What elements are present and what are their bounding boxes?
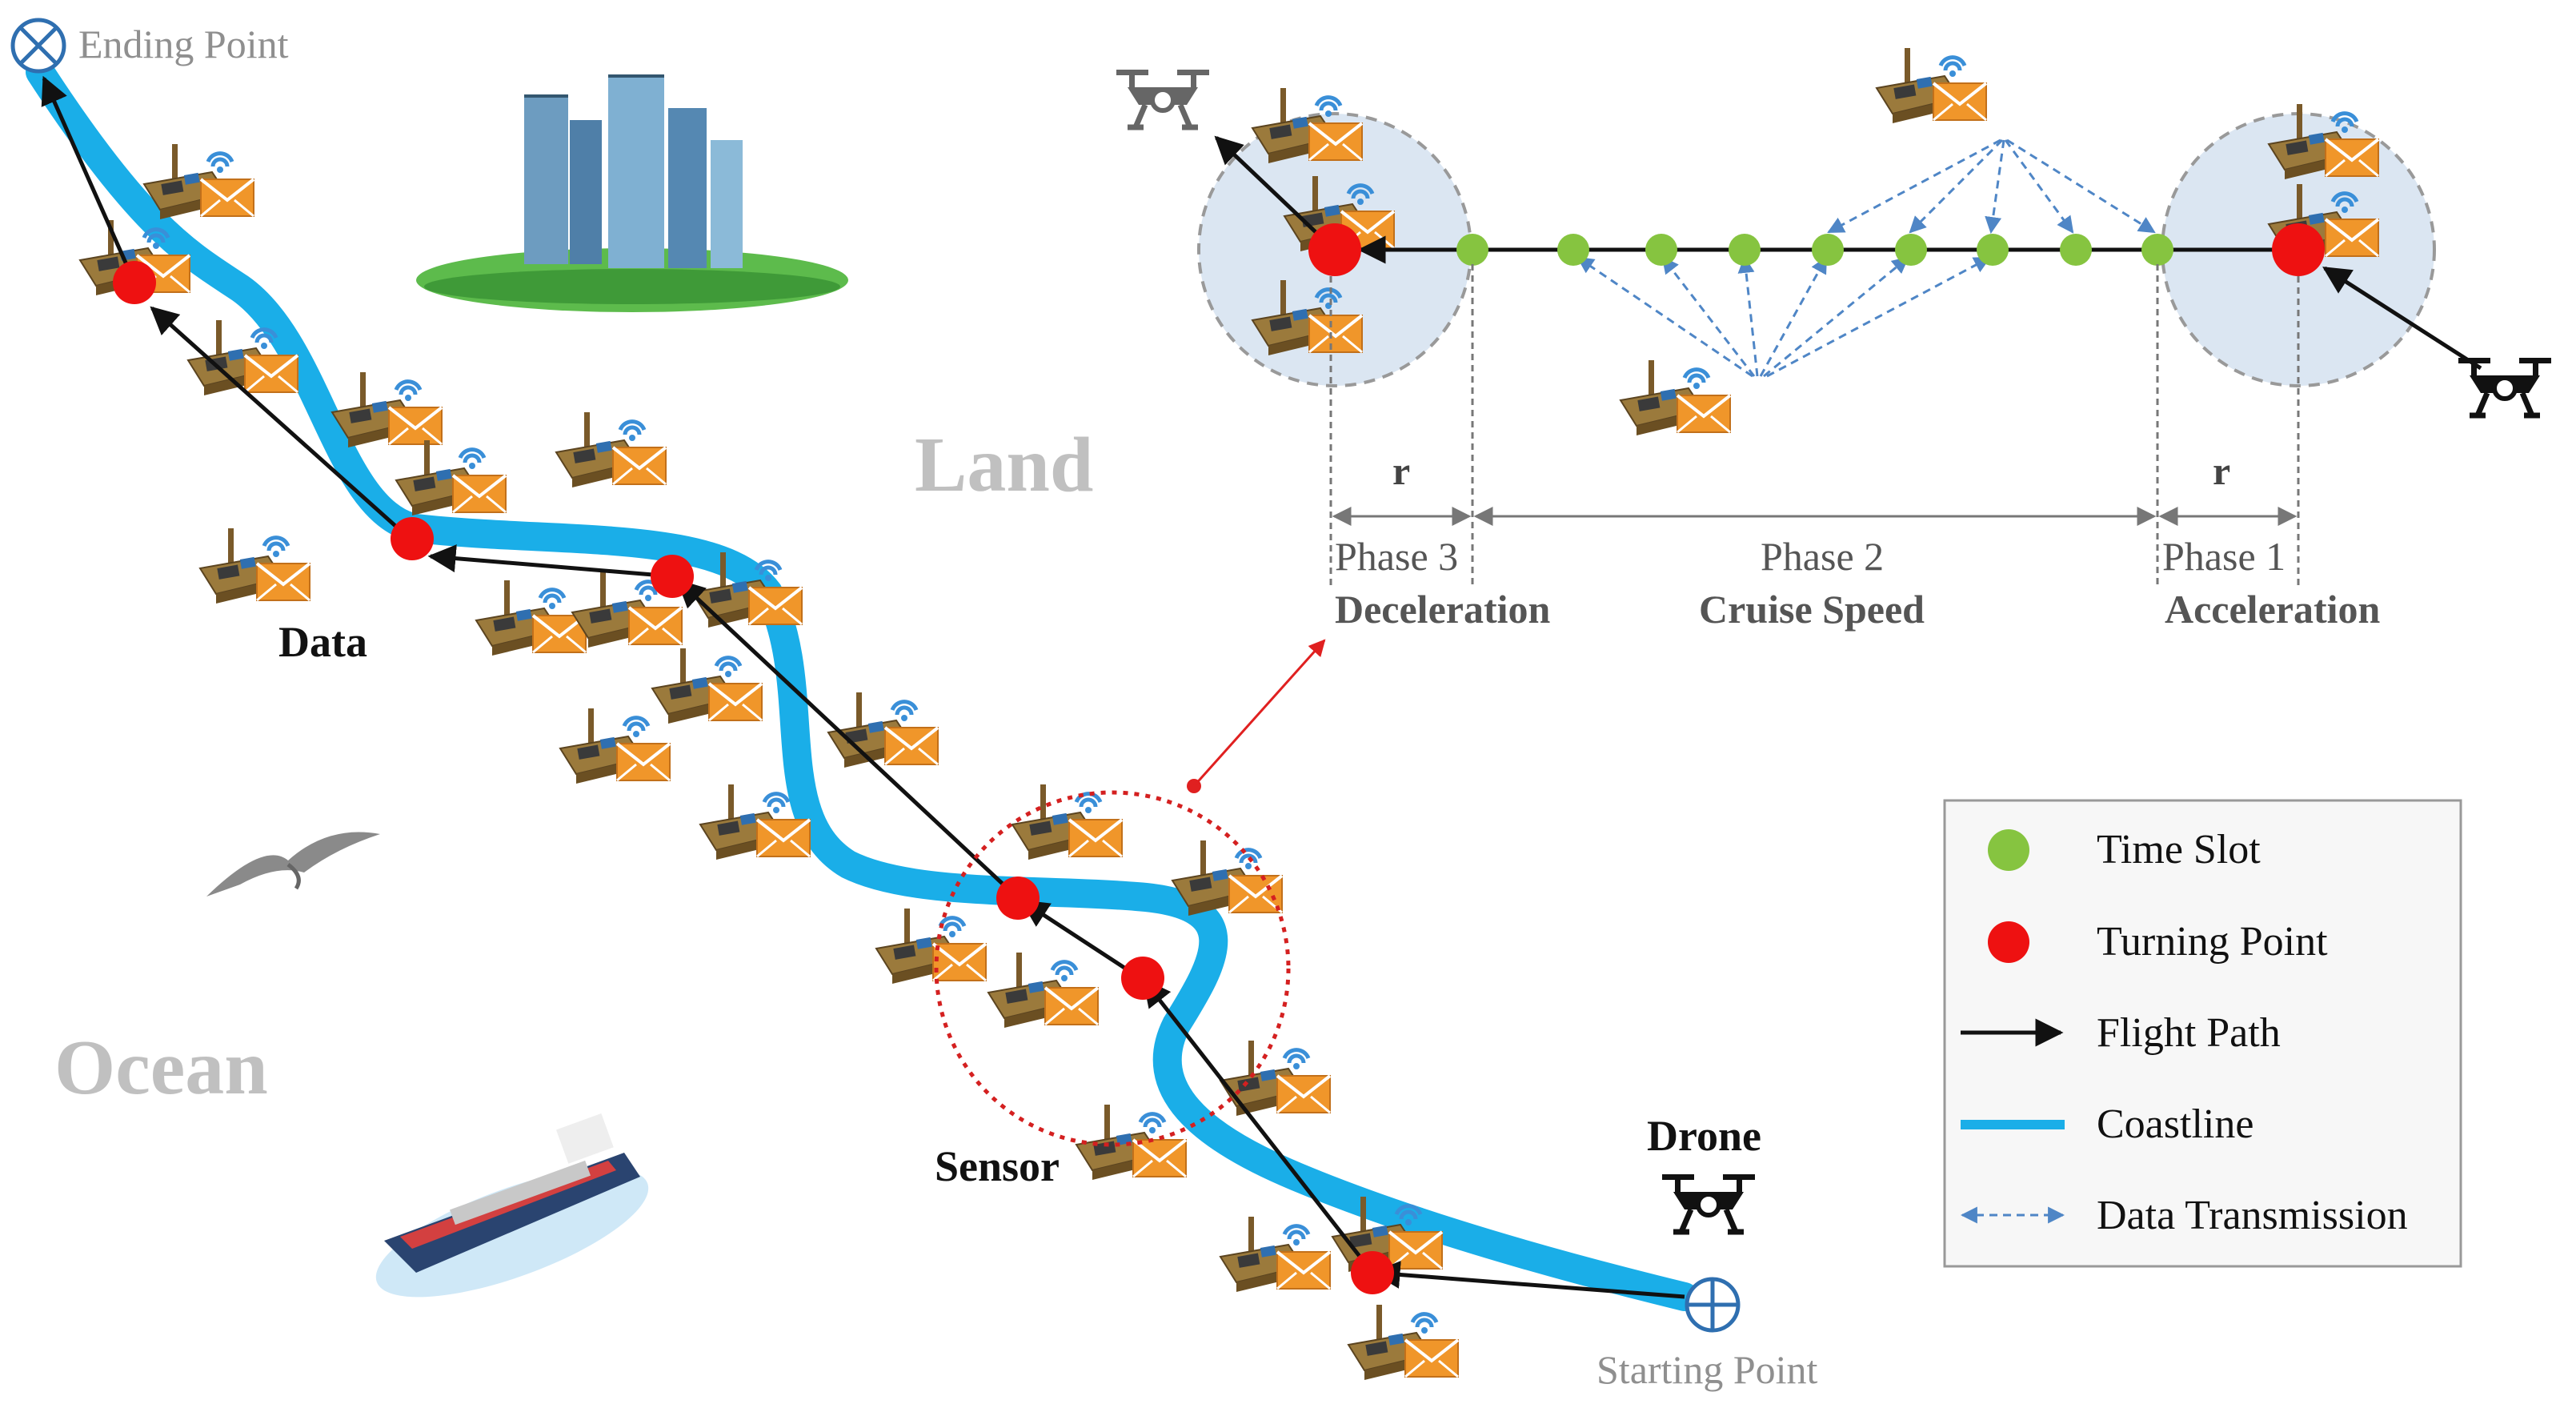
legend: Time Slot Turning Point Flight Path Coas… xyxy=(1943,799,2462,1268)
phase-1-label: Phase 1 xyxy=(2162,534,2286,579)
drone-icon xyxy=(1662,1174,1755,1232)
flight-path xyxy=(41,75,1685,1299)
data-label: Data xyxy=(278,618,367,666)
legend-flight-path: Flight Path xyxy=(2097,1010,2281,1056)
city-island-icon xyxy=(416,74,848,312)
drone-label: Drone xyxy=(1647,1112,1761,1160)
seagull-icon xyxy=(206,832,380,897)
sensor-label: Sensor xyxy=(935,1142,1060,1190)
phase-3-label: Phase 3 xyxy=(1335,534,1458,579)
starting-point-label: Starting Point xyxy=(1596,1347,1818,1392)
phase-inset: r r Phase 3 Phase 2 Phase 1 Deceleration… xyxy=(1116,48,2551,632)
crosshair-circle-icon xyxy=(1685,1277,1741,1333)
ship-icon xyxy=(375,1113,649,1298)
legend-turning-point: Turning Point xyxy=(2097,919,2328,965)
cross-circle-icon xyxy=(10,18,66,74)
data-transmission-arrows xyxy=(1576,138,2156,378)
turning-points xyxy=(113,261,1394,1294)
legend-turning-point-swatch xyxy=(1988,921,2029,963)
radius-label-left: r xyxy=(1392,448,1410,493)
legend-coastline: Coastline xyxy=(2097,1101,2253,1147)
ocean-label: Ocean xyxy=(54,1025,268,1111)
drone-icon-departing xyxy=(1116,70,1209,127)
ending-point-label: Ending Point xyxy=(78,22,289,66)
cruise-speed-label: Cruise Speed xyxy=(1699,587,1925,632)
acceleration-label: Acceleration xyxy=(2165,587,2381,632)
drone-icon-arriving xyxy=(2458,358,2551,415)
time-slots xyxy=(1456,234,2173,266)
deceleration-label: Deceleration xyxy=(1335,587,1551,632)
zoom-arrow xyxy=(1192,639,1326,788)
coastline-path xyxy=(26,58,1699,1311)
land-label: Land xyxy=(915,422,1093,508)
legend-time-slot: Time Slot xyxy=(2097,827,2261,872)
radius-label-right: r xyxy=(2213,448,2230,493)
legend-time-slot-swatch xyxy=(1988,829,2029,871)
phase-2-label: Phase 2 xyxy=(1761,534,1884,579)
legend-data-transmission: Data Transmission xyxy=(2097,1193,2408,1238)
zoom-circle xyxy=(934,790,1291,1147)
